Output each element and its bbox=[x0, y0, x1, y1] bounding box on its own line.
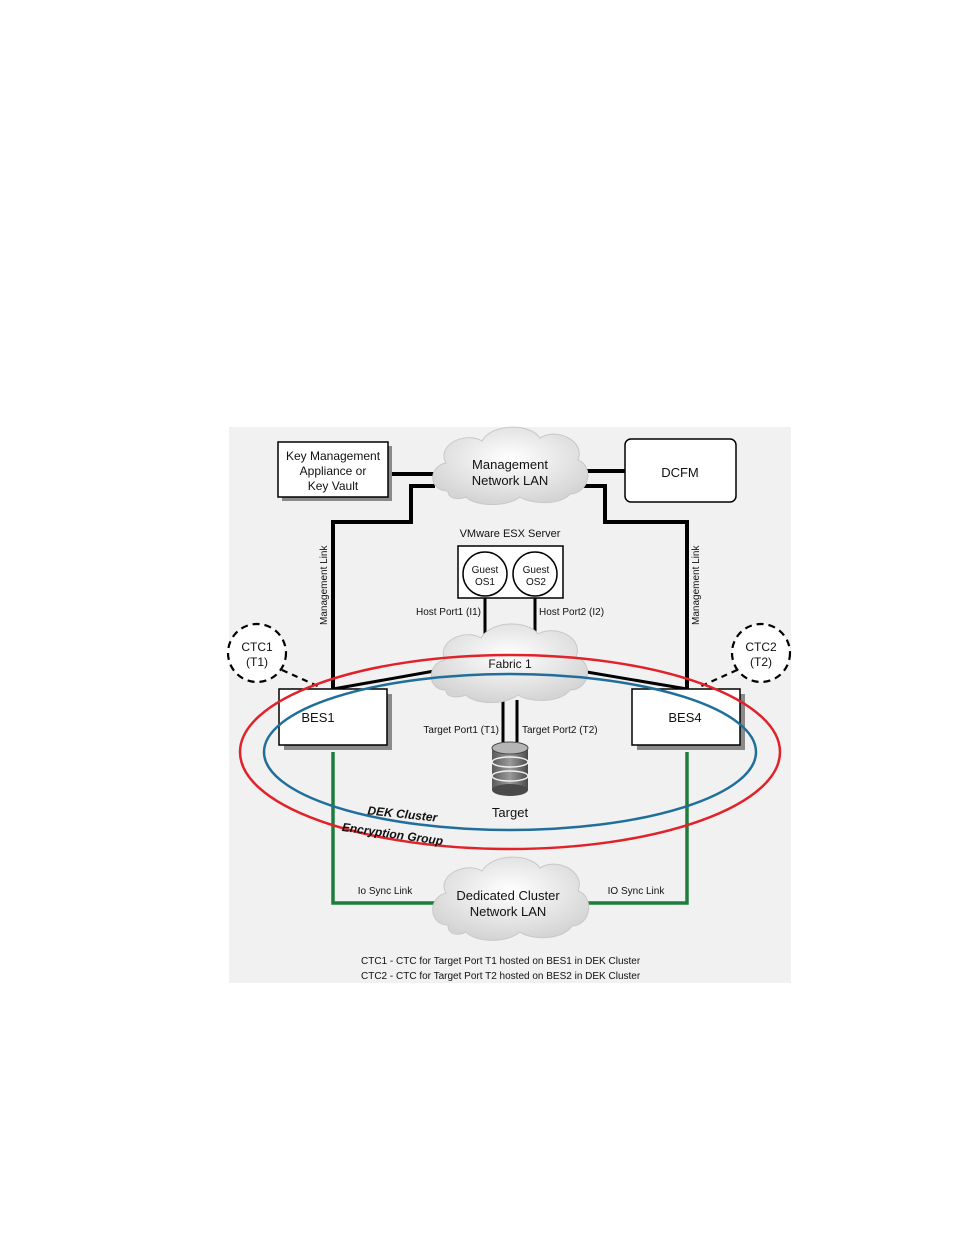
fabric-to-bes1 bbox=[332, 668, 441, 691]
guest-os1-circle bbox=[462, 551, 508, 597]
fabric-links bbox=[332, 598, 688, 742]
ctc1-node: CTC1 (T1) bbox=[226, 622, 288, 684]
fabric-to-bes4 bbox=[574, 668, 688, 691]
encryption-group-ellipse bbox=[238, 653, 782, 851]
io-sync-link-right bbox=[575, 752, 689, 905]
target-port2-label: Target Port2 (T2) bbox=[522, 725, 598, 736]
mgmt-link-right-label: Management Link bbox=[691, 545, 702, 625]
io-sync-links bbox=[331, 752, 689, 905]
fabric-label: Fabric 1 bbox=[488, 657, 532, 671]
cluster-lan-cloud: Dedicated Cluster Network LAN bbox=[432, 856, 590, 941]
guest-os1-line1: Guest bbox=[472, 565, 499, 576]
key-management-line3: Key Vault bbox=[308, 479, 359, 493]
bes1-label: BES1 bbox=[301, 710, 334, 725]
dek-cluster-ellipse bbox=[262, 672, 758, 832]
bes4-node: BES4 bbox=[631, 688, 745, 750]
cluster-lan-line2: Network LAN bbox=[470, 904, 547, 919]
footnote-ctc2: CTC2 - CTC for Target Port T2 hosted on … bbox=[361, 971, 641, 982]
target-storage-icon bbox=[491, 741, 529, 796]
mgmt-link-left-label: Management Link bbox=[319, 545, 330, 625]
guest-os2-circle bbox=[512, 551, 558, 597]
ctc2-node: CTC2 (T2) bbox=[730, 622, 792, 684]
io-sync-left-label: Io Sync Link bbox=[358, 886, 413, 897]
host-port2-label: Host Port2 (I2) bbox=[539, 607, 604, 618]
guest-os1-line2: OS1 bbox=[475, 577, 495, 588]
io-sync-right-label: IO Sync Link bbox=[608, 886, 666, 897]
cluster-lan-line1: Dedicated Cluster bbox=[456, 888, 560, 903]
mgmt-link-right-path bbox=[574, 484, 689, 690]
io-sync-link-left bbox=[331, 752, 437, 905]
ctc2-line2: (T2) bbox=[750, 655, 772, 669]
mgmt-link-left-path bbox=[331, 484, 435, 690]
dcfm-label: DCFM bbox=[661, 465, 699, 480]
dcfm-node: DCFM bbox=[624, 438, 737, 503]
host-port1-label: Host Port1 (I1) bbox=[416, 607, 481, 618]
guest-os2-line2: OS2 bbox=[526, 577, 546, 588]
management-lan-cloud: Management Network LAN bbox=[432, 426, 589, 505]
ctc1-line1: CTC1 bbox=[241, 640, 273, 654]
target-label: Target bbox=[492, 805, 529, 820]
esx-server-title: VMware ESX Server bbox=[460, 528, 561, 540]
guest-os2-line1: Guest bbox=[523, 565, 550, 576]
key-management-node: Key Management Appliance or Key Vault bbox=[277, 441, 392, 501]
key-management-line2: Appliance or bbox=[300, 464, 367, 478]
ctc2-line1: CTC2 bbox=[745, 640, 777, 654]
esx-server-node: VMware ESX Server Guest OS1 Guest OS2 bbox=[457, 528, 564, 599]
key-management-line1: Key Management bbox=[286, 449, 381, 463]
target-port1-label: Target Port1 (T1) bbox=[423, 725, 499, 736]
bes4-label: BES4 bbox=[668, 710, 701, 725]
fabric-cloud: Fabric 1 bbox=[430, 623, 588, 703]
footnote-ctc1: CTC1 - CTC for Target Port T1 hosted on … bbox=[361, 956, 641, 967]
management-lan-line1: Management bbox=[472, 457, 548, 472]
management-lan-line2: Network LAN bbox=[472, 473, 549, 488]
ctc1-line2: (T1) bbox=[246, 655, 268, 669]
